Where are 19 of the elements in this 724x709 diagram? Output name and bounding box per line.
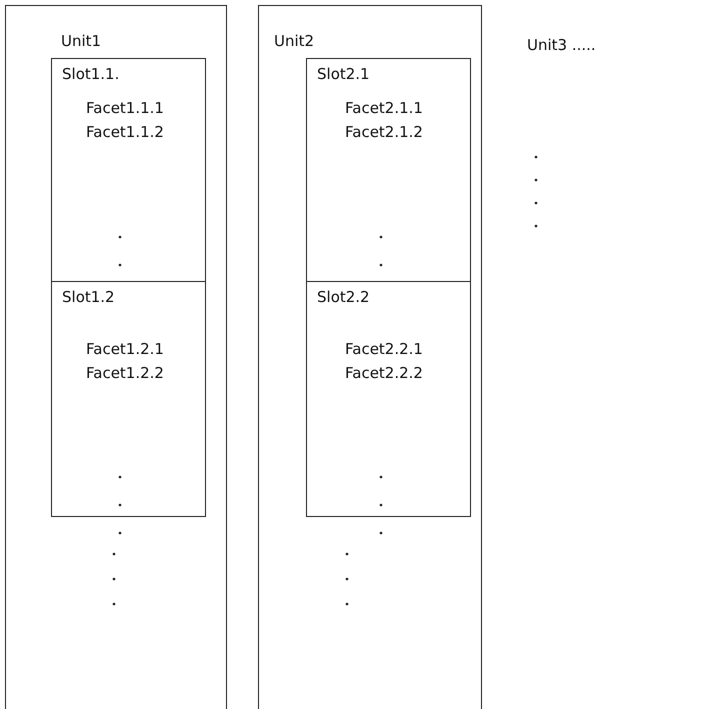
slot-box <box>51 58 206 282</box>
slot-box <box>306 58 471 282</box>
slot-title: Slot2.1 <box>317 65 370 83</box>
facet-label: Facet1.2.2 <box>86 364 164 382</box>
facet-label: Facet2.2.1 <box>345 340 423 358</box>
unit-title: Unit3 ..... <box>527 36 596 54</box>
unit-box <box>258 5 482 709</box>
facet-label: Facet1.1.2 <box>86 123 164 141</box>
slot-title: Slot2.2 <box>317 288 370 306</box>
unit-box <box>5 5 227 709</box>
facet-label: Facet2.2.2 <box>345 364 423 382</box>
slot-title: Slot1.1. <box>62 65 120 83</box>
unit-title: Unit1 <box>61 32 102 50</box>
facet-label: Facet1.2.1 <box>86 340 164 358</box>
slot-title: Slot1.2 <box>62 288 115 306</box>
facet-label: Facet2.1.2 <box>345 123 423 141</box>
facet-label: Facet2.1.1 <box>345 99 423 117</box>
facet-label: Facet1.1.1 <box>86 99 164 117</box>
unit-title: Unit2 <box>274 32 314 50</box>
